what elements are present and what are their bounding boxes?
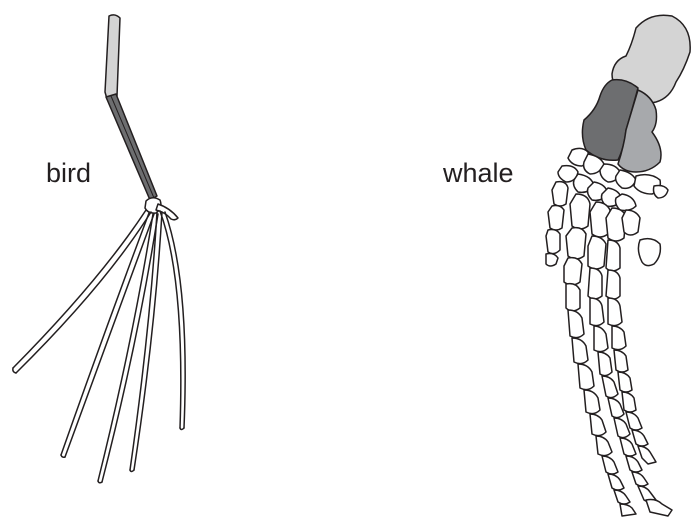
- whale-flipper-skeleton: [546, 15, 690, 516]
- whale-digit-5: [622, 210, 640, 235]
- bird-digit-4: [130, 212, 157, 470]
- whale-small-knob: [654, 186, 669, 199]
- bird-digit-4b: [134, 212, 162, 470]
- whale-digit-1: [546, 182, 568, 266]
- bird-forearm-split: [111, 96, 154, 198]
- bird-forearm: [106, 94, 157, 200]
- bird-wing-skeleton: [13, 15, 185, 483]
- bird-digit-tips: [13, 368, 184, 483]
- bird-digit-5: [160, 211, 181, 428]
- bird-digits: [13, 210, 185, 482]
- bird-humerus: [105, 15, 120, 99]
- whale-thumb: [638, 239, 660, 266]
- bird-digit-5b: [165, 212, 185, 428]
